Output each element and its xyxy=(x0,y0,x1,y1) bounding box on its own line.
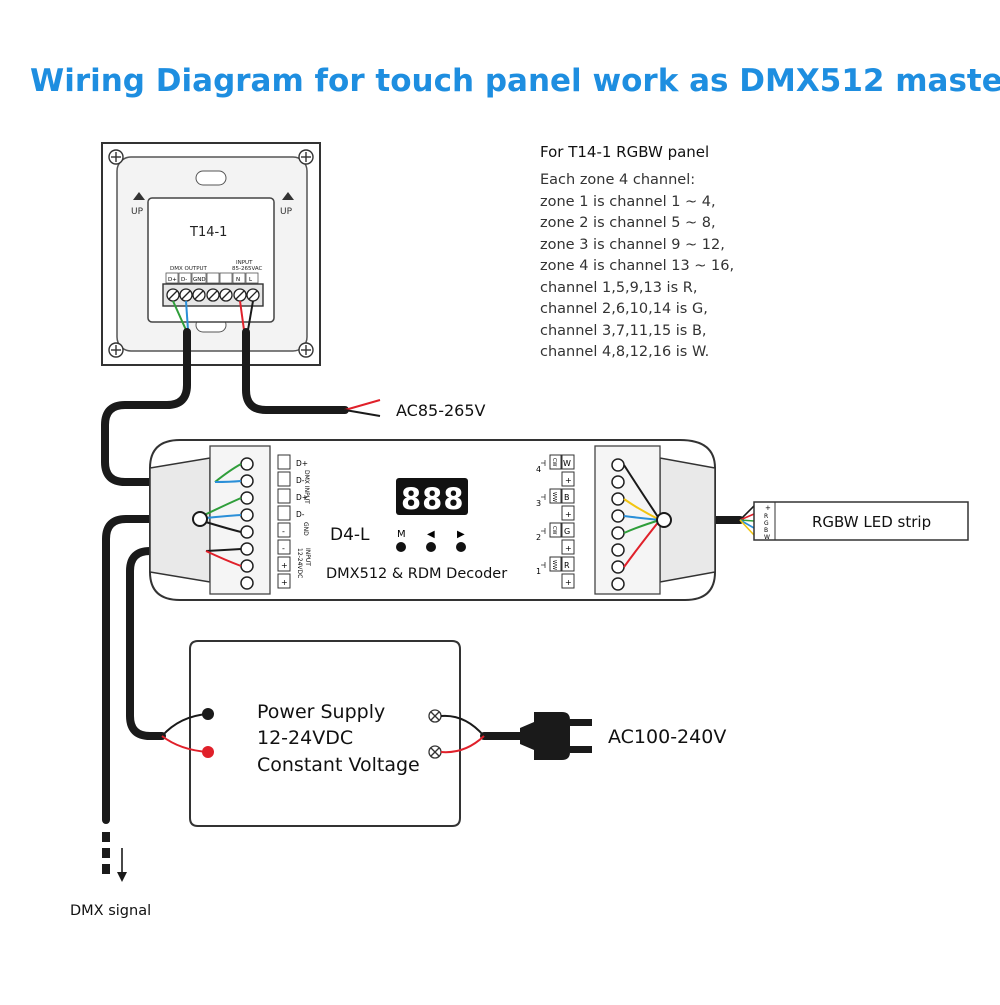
psu-ac-wires xyxy=(440,714,485,754)
up-arrow-icon: UP UP xyxy=(131,192,294,217)
segment-display-digits: 888 xyxy=(401,482,465,516)
ac-input-label: AC85-265V xyxy=(396,401,486,420)
led-strip-label: RGBW LED strip xyxy=(812,513,931,531)
channel-tag-3: WW xyxy=(551,492,557,502)
right-terminal-5: + xyxy=(565,544,572,553)
led-pin-r: R xyxy=(764,513,768,520)
panel-terminal-labels: D+ D- GND N L xyxy=(165,272,259,284)
panel-input-label: INPUT xyxy=(236,260,253,266)
right-terminal-7: + xyxy=(565,578,572,587)
dmx-output-label: DMX OUTPUT xyxy=(170,266,208,272)
decoder-left-terminal-labels: D+ D- D+ D- - - + + DMX INPUT GND INPUT … xyxy=(277,454,311,589)
led-pin-w: W xyxy=(764,534,770,541)
panel-dmx-wires xyxy=(172,300,254,331)
button-left[interactable] xyxy=(426,542,436,552)
left-terminal-7: + xyxy=(281,578,288,587)
notes-line-8: channel 4,8,12,16 is W. xyxy=(540,344,709,360)
notes-line-6: channel 2,6,10,14 is G, xyxy=(540,301,708,317)
decoder-gnd-label: GND xyxy=(302,522,309,536)
notes-heading: For T14-1 RGBW panel xyxy=(540,143,709,161)
button-right-label: ▶ xyxy=(457,529,465,540)
notes-line-5: channel 1,5,9,13 is R, xyxy=(540,280,697,296)
right-terminal-3: + xyxy=(565,510,572,519)
notes-line-4: zone 4 is channel 13 ~ 16, xyxy=(540,258,734,274)
panel-terminal-dplus: D+ xyxy=(168,277,177,283)
right-terminal-2: B xyxy=(564,493,570,502)
down-arrow-icon xyxy=(117,848,127,882)
notes-line-3: zone 3 is channel 9 ~ 12, xyxy=(540,237,725,253)
left-terminal-6: + xyxy=(281,561,288,570)
panel-terminal-dminus: D- xyxy=(181,277,187,283)
notes-line-0: Each zone 4 channel: xyxy=(540,172,695,188)
psu-line-0: Power Supply xyxy=(257,701,385,723)
panel-terminal-l: L xyxy=(249,277,253,283)
psu-dc-negative-terminal xyxy=(202,708,214,720)
page-title: Wiring Diagram for touch panel work as D… xyxy=(30,63,1000,99)
panel-input-rating: 85-265VAC xyxy=(232,266,263,272)
dmx-signal-dashes xyxy=(102,832,110,874)
psu-line-2: Constant Voltage xyxy=(257,754,420,776)
ac-input-wire-ends xyxy=(344,399,381,417)
up-label-left: UP xyxy=(131,207,144,217)
left-terminal-3: D- xyxy=(296,510,305,519)
left-terminal-1: D- xyxy=(296,476,305,485)
power-input-label: INPUT xyxy=(304,548,311,566)
button-m-label: M xyxy=(397,529,406,540)
up-label-right: UP xyxy=(280,207,293,217)
channel-number-4: 4 xyxy=(536,465,541,474)
panel-terminal-gnd: GND xyxy=(193,277,206,283)
led-strip: + R G B W RGBW LED strip xyxy=(739,501,969,541)
right-terminal-4: G xyxy=(564,527,570,536)
channel-tag-2: CW xyxy=(551,526,557,534)
segment-display xyxy=(396,478,468,515)
channel-notes: For T14-1 RGBW panel Each zone 4 channel… xyxy=(540,143,734,360)
dmx-input-label: DMX INPUT xyxy=(303,470,310,504)
right-terminal-6: R xyxy=(564,561,570,570)
channel-tag-4: CW xyxy=(551,458,557,466)
panel-terminal-n: N xyxy=(236,277,240,283)
decoder-name: DMX512 & RDM Decoder xyxy=(326,566,507,582)
left-terminal-5: - xyxy=(282,544,285,553)
channel-number-1: 1 xyxy=(536,567,541,576)
right-terminal-1: + xyxy=(565,476,572,485)
psu-line-1: 12-24VDC xyxy=(257,727,353,749)
touch-panel: T14-1 UP UP DMX OUTPUT INPUT 85-265VAC D… xyxy=(101,142,321,366)
left-terminal-2: D+ xyxy=(296,493,308,502)
led-pin-g: G xyxy=(764,520,769,527)
notes-line-7: channel 3,7,11,15 is B, xyxy=(540,323,707,339)
channel-number-2: 2 xyxy=(536,533,541,542)
led-pin-b: B xyxy=(764,527,768,534)
panel-model-label: T14-1 xyxy=(189,225,227,240)
power-input-rating: 12-24VDC xyxy=(296,548,303,578)
button-m[interactable] xyxy=(396,542,406,552)
ac-plug-label: AC100-240V xyxy=(608,726,726,748)
decoder-right-terminal-labels: W + B + G + R + CW WW CW WW 4 3 2 1 xyxy=(536,454,575,589)
led-cable-grommet xyxy=(656,512,672,528)
dmx-signal-label: DMX signal xyxy=(70,903,151,919)
button-right[interactable] xyxy=(456,542,466,552)
led-output-icon xyxy=(541,460,546,568)
ac-plug-icon xyxy=(520,712,592,760)
right-terminal-0: W xyxy=(563,459,571,468)
psu-dc-positive-terminal xyxy=(202,746,214,758)
left-terminal-0: D+ xyxy=(296,459,308,468)
channel-tag-1: WW xyxy=(551,560,557,570)
led-pin-plus: + xyxy=(765,504,771,512)
power-supply: Power Supply 12-24VDC Constant Voltage xyxy=(189,640,461,827)
decoder-model: D4-L xyxy=(330,525,370,545)
channel-number-3: 3 xyxy=(536,499,541,508)
notes-line-1: zone 1 is channel 1 ~ 4, xyxy=(540,194,716,210)
button-left-label: ◀ xyxy=(427,529,435,540)
notes-line-2: zone 2 is channel 5 ~ 8, xyxy=(540,215,716,231)
left-terminal-4: - xyxy=(282,527,285,536)
dmx-cable-grommet xyxy=(192,511,208,527)
